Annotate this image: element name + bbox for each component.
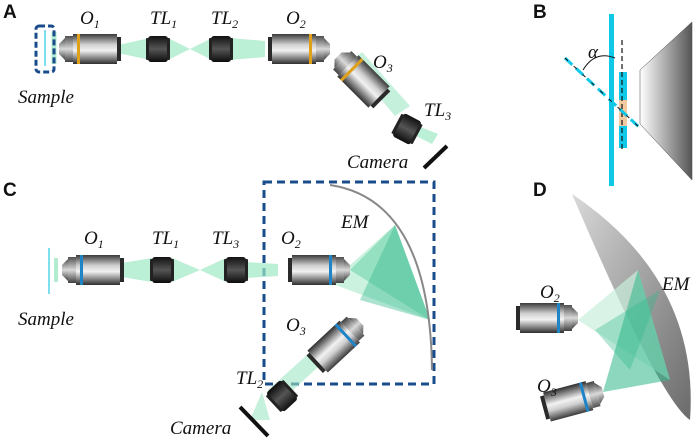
camera-c xyxy=(238,405,270,438)
label-tl3-a: TL3 xyxy=(424,100,451,123)
tube-lens-tl3-a xyxy=(390,111,424,147)
panel-b: B α xyxy=(533,2,693,186)
label-tl2-c: TL2 xyxy=(236,368,263,391)
label-o1-c: O1 xyxy=(84,228,104,251)
dashed-box-c xyxy=(262,180,436,386)
tube-lens-tl1-c xyxy=(150,257,174,283)
label-o3-c: O3 xyxy=(286,315,306,338)
label-alpha-b: α xyxy=(588,42,599,63)
label-o2-d: O2 xyxy=(540,282,560,305)
beam-c-3 xyxy=(246,262,278,278)
reflect-c-2 xyxy=(360,225,430,320)
objective-o2-c xyxy=(288,255,350,285)
panel-c-letter: C xyxy=(3,180,17,201)
beam-a-2 xyxy=(168,38,212,60)
tilt-line-b xyxy=(564,57,641,129)
camera-a xyxy=(422,144,449,170)
cone-mid-d xyxy=(595,290,660,370)
panel-c: C O1 TL1 TL3 xyxy=(3,180,436,439)
label-tl1-c: TL1 xyxy=(152,228,179,251)
cone-o3-d xyxy=(603,270,670,392)
beam-a-1 xyxy=(118,38,150,60)
tube-lens-tl1-a xyxy=(146,36,170,62)
panel-d: D O2 O3 EM xyxy=(516,180,691,423)
panel-a-letter: A xyxy=(3,2,17,23)
label-tl1-a: TL1 xyxy=(150,8,177,31)
reflect-c-1 xyxy=(330,225,430,320)
angle-arc-b xyxy=(582,55,616,71)
beam-c-2 xyxy=(172,258,226,282)
objective-o2-d xyxy=(516,303,578,333)
panel-a: A O1 TL1 TL2 O2 O3 TL3 Sample Camera xyxy=(3,2,451,173)
label-o2-c: O2 xyxy=(281,228,301,251)
beam-c-5 xyxy=(250,392,270,420)
em-mirror-c xyxy=(329,184,433,371)
label-tl3-c: TL3 xyxy=(212,228,239,251)
label-sample-a: Sample xyxy=(18,87,74,108)
objective-cone-b xyxy=(639,21,693,181)
objective-o1-c xyxy=(62,255,124,285)
label-tl2-a: TL2 xyxy=(211,8,238,31)
panel-d-letter: D xyxy=(533,180,547,201)
sample-box-a xyxy=(34,24,56,74)
label-o3-d: O3 xyxy=(537,376,557,399)
objective-o1-a xyxy=(59,34,121,64)
label-o2-a: O2 xyxy=(286,8,306,31)
label-sample-c: Sample xyxy=(18,309,74,330)
label-em-d: EM xyxy=(661,274,691,295)
label-camera-c: Camera xyxy=(170,418,231,439)
label-o3-a: O3 xyxy=(373,52,393,75)
panel-b-letter: B xyxy=(533,2,547,23)
objective-o2-a xyxy=(268,34,330,64)
tube-lens-tl3-c xyxy=(224,257,248,283)
beam-a-3 xyxy=(230,38,265,60)
beam-c-1 xyxy=(122,258,152,282)
tube-lens-tl2-a xyxy=(209,36,233,62)
label-em-c: EM xyxy=(340,212,370,233)
label-camera-a: Camera xyxy=(347,152,408,173)
label-o1-a: O1 xyxy=(80,8,100,31)
